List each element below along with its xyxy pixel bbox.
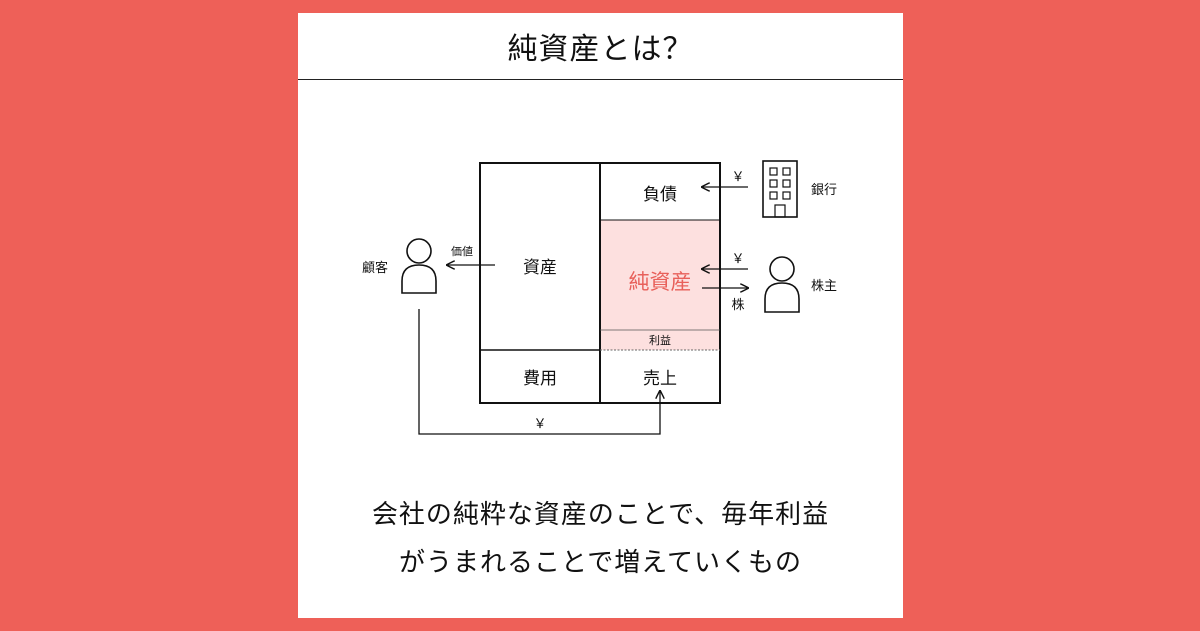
profit-fill: [600, 330, 720, 350]
customer-sales-arrow: [418, 309, 660, 435]
net-assets-label: 純資産: [629, 270, 692, 294]
bank-building-icon: [762, 160, 798, 218]
customer-person-icon: [401, 238, 437, 294]
caption-line-1: 会社の純粋な資産のことで、毎年利益: [371, 500, 830, 530]
shareholder-yen-label: ￥: [731, 252, 744, 267]
assets-label: 資産: [523, 258, 557, 278]
content-card: 純資産とは？ 資産 費用 負債 純資産 利益 売上 顧客 価値: [298, 13, 903, 618]
profit-label: 利益: [649, 333, 671, 347]
bank-yen-label: ￥: [731, 170, 744, 185]
net-assets-fill: [600, 220, 720, 330]
value-label: 価値: [451, 245, 473, 258]
caption: 会社の純粋な資産のことで、毎年利益 がうまれることで増えていくもの: [298, 491, 903, 587]
liabilities-label: 負債: [643, 185, 677, 205]
page-title: 純資産とは？: [298, 13, 903, 80]
shareholder-label: 株主: [811, 279, 837, 294]
net-assets-diagram: 資産 費用 負債 純資産 利益 売上 顧客 価値 銀行 ￥: [362, 160, 837, 435]
customer-yen-label: ￥: [533, 417, 546, 432]
customer-label: 顧客: [362, 260, 388, 276]
bank-label: 銀行: [811, 183, 837, 198]
expenses-label: 費用: [523, 369, 557, 389]
sales-label: 売上: [643, 369, 677, 389]
caption-line-2: がうまれることで増えていくもの: [399, 548, 802, 578]
shareholder-person-icon: [764, 256, 800, 313]
stock-label: 株: [731, 298, 744, 313]
